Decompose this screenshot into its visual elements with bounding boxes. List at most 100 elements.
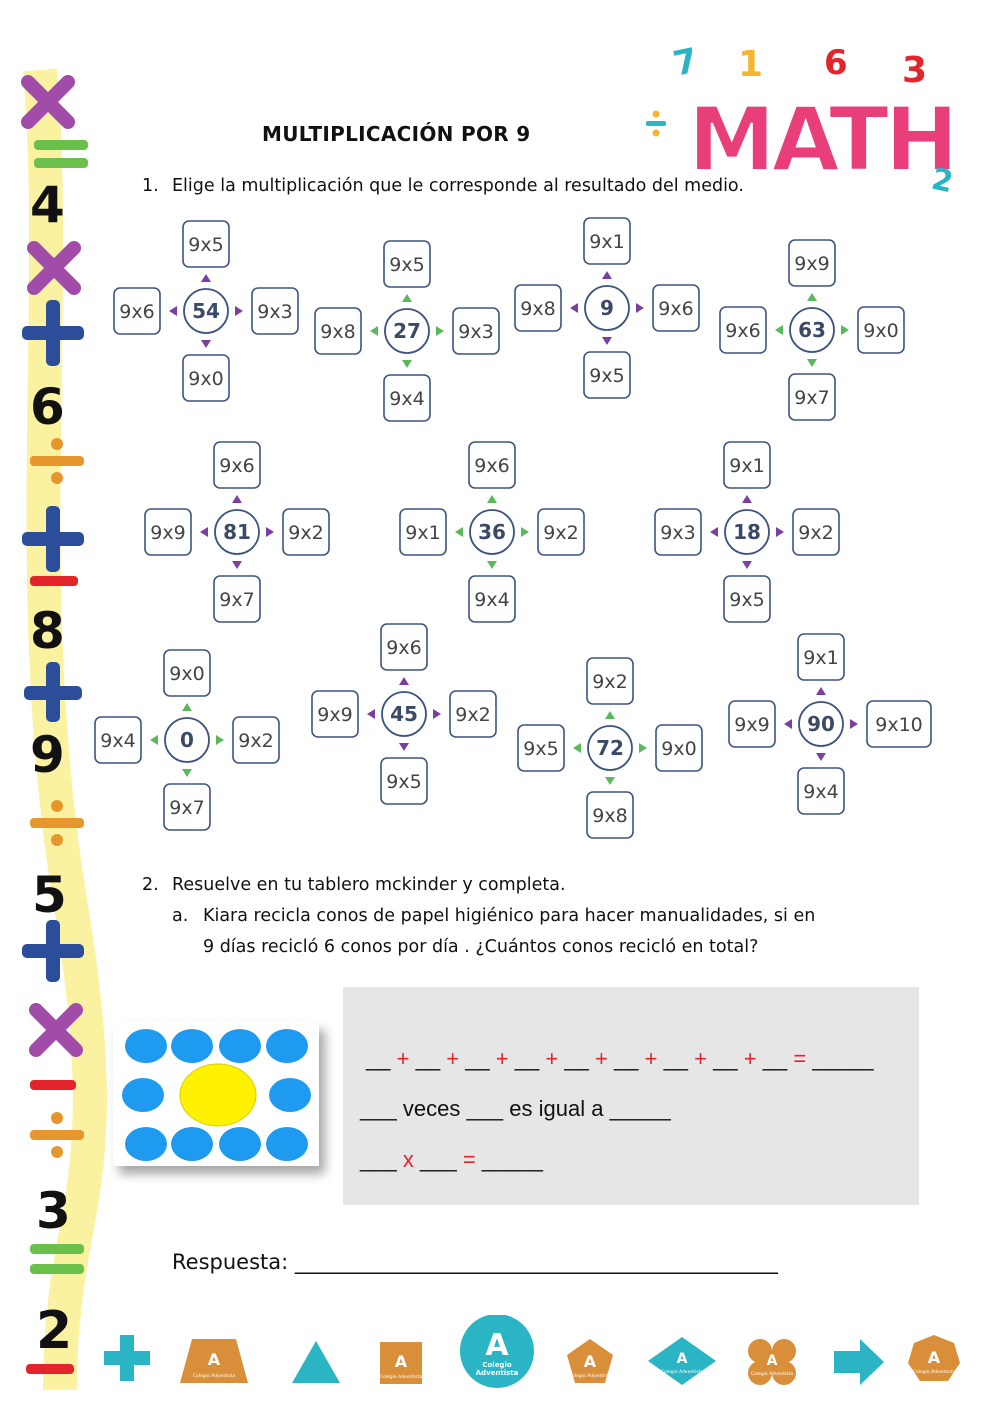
option-right-box[interactable]	[282, 508, 330, 556]
blank[interactable]: __	[713, 1046, 738, 1071]
option-right-label: 9x2	[238, 730, 273, 752]
option-right-box[interactable]	[857, 306, 905, 354]
option-top-box[interactable]	[797, 633, 845, 681]
option-bottom-box[interactable]	[468, 575, 516, 623]
arrow-right-icon	[266, 527, 274, 537]
option-left-label: 9x6	[119, 301, 154, 323]
option-left-box[interactable]	[728, 700, 776, 748]
option-right-box[interactable]	[251, 287, 299, 335]
option-right-box[interactable]	[866, 700, 932, 748]
option-top-box[interactable]	[586, 657, 634, 705]
arrow-down-icon	[487, 561, 497, 569]
arrow-right-icon	[841, 325, 849, 335]
option-left-box[interactable]	[94, 716, 142, 764]
option-left-box[interactable]	[314, 307, 362, 355]
blank[interactable]: __	[564, 1046, 589, 1071]
plus-sign: +	[644, 1046, 658, 1071]
option-bottom-box[interactable]	[182, 354, 230, 402]
option-left-box[interactable]	[719, 306, 767, 354]
option-top-box[interactable]	[583, 217, 631, 265]
option-top-label: 9x0	[169, 663, 204, 685]
plus-sign: +	[396, 1046, 410, 1071]
question-2a-line2: 9 días recicló 6 conos por día . ¿Cuánto…	[203, 937, 759, 957]
option-left-box[interactable]	[311, 690, 359, 738]
arrow-up-icon	[807, 293, 817, 301]
option-top-box[interactable]	[182, 220, 230, 268]
option-bottom-box[interactable]	[797, 767, 845, 815]
blank[interactable]: __	[762, 1046, 788, 1071]
option-right-box[interactable]	[537, 508, 585, 556]
arrow-left-icon	[169, 306, 177, 316]
result-value: 81	[223, 520, 251, 544]
blank[interactable]: __	[366, 1046, 391, 1071]
option-right-box[interactable]	[232, 716, 280, 764]
result-circle	[214, 509, 260, 555]
option-left-box[interactable]	[399, 508, 447, 556]
blank-result[interactable]: _____	[481, 1147, 543, 1172]
option-top-box[interactable]	[788, 239, 836, 287]
blank-result[interactable]: _____	[609, 1096, 671, 1121]
blank[interactable]: __	[514, 1046, 540, 1071]
option-top-box[interactable]	[383, 240, 431, 288]
mckinder-board	[113, 1022, 319, 1166]
option-left-box[interactable]	[517, 724, 565, 772]
option-left-box[interactable]	[113, 287, 161, 335]
answer-blank[interactable]: ________________________________________…	[294, 1250, 778, 1274]
option-top-label: 9x6	[219, 455, 254, 477]
option-right-label: 9x10	[875, 714, 923, 736]
multiplication-line[interactable]: ___ x ___ = _____	[360, 1147, 543, 1173]
option-bottom-box[interactable]	[213, 575, 261, 623]
option-left-box[interactable]	[654, 508, 702, 556]
option-left-box[interactable]	[144, 508, 192, 556]
option-right-label: 9x2	[798, 522, 833, 544]
option-top-box[interactable]	[163, 649, 211, 697]
plus-sign: +	[743, 1046, 757, 1071]
blank[interactable]: __	[465, 1046, 490, 1071]
option-bottom-box[interactable]	[586, 791, 634, 839]
option-right-box[interactable]	[792, 508, 840, 556]
answer-line[interactable]: Respuesta: _____________________________…	[172, 1250, 778, 1274]
blank[interactable]: ___	[419, 1147, 457, 1172]
bottom-decoration-row: A Colegio Adventista A Colegio Adventist…	[104, 1315, 960, 1388]
option-top-label: 9x2	[592, 671, 627, 693]
option-top-box[interactable]	[468, 441, 516, 489]
arrow-down-icon	[399, 743, 409, 751]
option-right-box[interactable]	[452, 307, 500, 355]
arrow-up-icon	[399, 677, 409, 685]
arrow-right-icon	[216, 735, 224, 745]
arrow-down-icon	[232, 561, 242, 569]
arrow-right-icon	[436, 326, 444, 336]
page-title: MULTIPLICACIÓN POR 9	[262, 122, 531, 146]
svg-text:9: 9	[30, 726, 65, 784]
result-value: 0	[180, 728, 194, 752]
option-right-box[interactable]	[652, 284, 700, 332]
repeated-addition-line[interactable]: __ + __ + __ + __ + __ + __ + __ + __ + …	[366, 1046, 874, 1072]
option-top-box[interactable]	[213, 441, 261, 489]
divide-icon	[30, 438, 84, 484]
option-right-box[interactable]	[449, 690, 497, 738]
arrow-up-icon	[201, 274, 211, 282]
option-bottom-box[interactable]	[723, 575, 771, 623]
option-left-box[interactable]	[514, 284, 562, 332]
blank[interactable]: ___	[466, 1096, 504, 1121]
option-bottom-box[interactable]	[788, 373, 836, 421]
veces-line[interactable]: ___ veces ___ es igual a _____	[360, 1096, 671, 1122]
option-bottom-box[interactable]	[383, 374, 431, 422]
option-left-label: 9x6	[725, 320, 760, 342]
option-right-box[interactable]	[655, 724, 703, 772]
blank[interactable]: __	[663, 1046, 689, 1071]
option-bottom-box[interactable]	[163, 783, 211, 831]
blank-result[interactable]: _____	[812, 1046, 874, 1071]
option-top-box[interactable]	[723, 441, 771, 489]
option-bottom-box[interactable]	[380, 757, 428, 805]
result-value: 72	[596, 736, 624, 760]
blank[interactable]: ___	[360, 1147, 397, 1172]
option-bottom-box[interactable]	[583, 351, 631, 399]
blank[interactable]: ___	[360, 1096, 397, 1121]
arrow-right-icon	[639, 743, 647, 753]
option-top-box[interactable]	[380, 623, 428, 671]
blank[interactable]: __	[415, 1046, 441, 1071]
blank[interactable]: __	[613, 1046, 639, 1071]
